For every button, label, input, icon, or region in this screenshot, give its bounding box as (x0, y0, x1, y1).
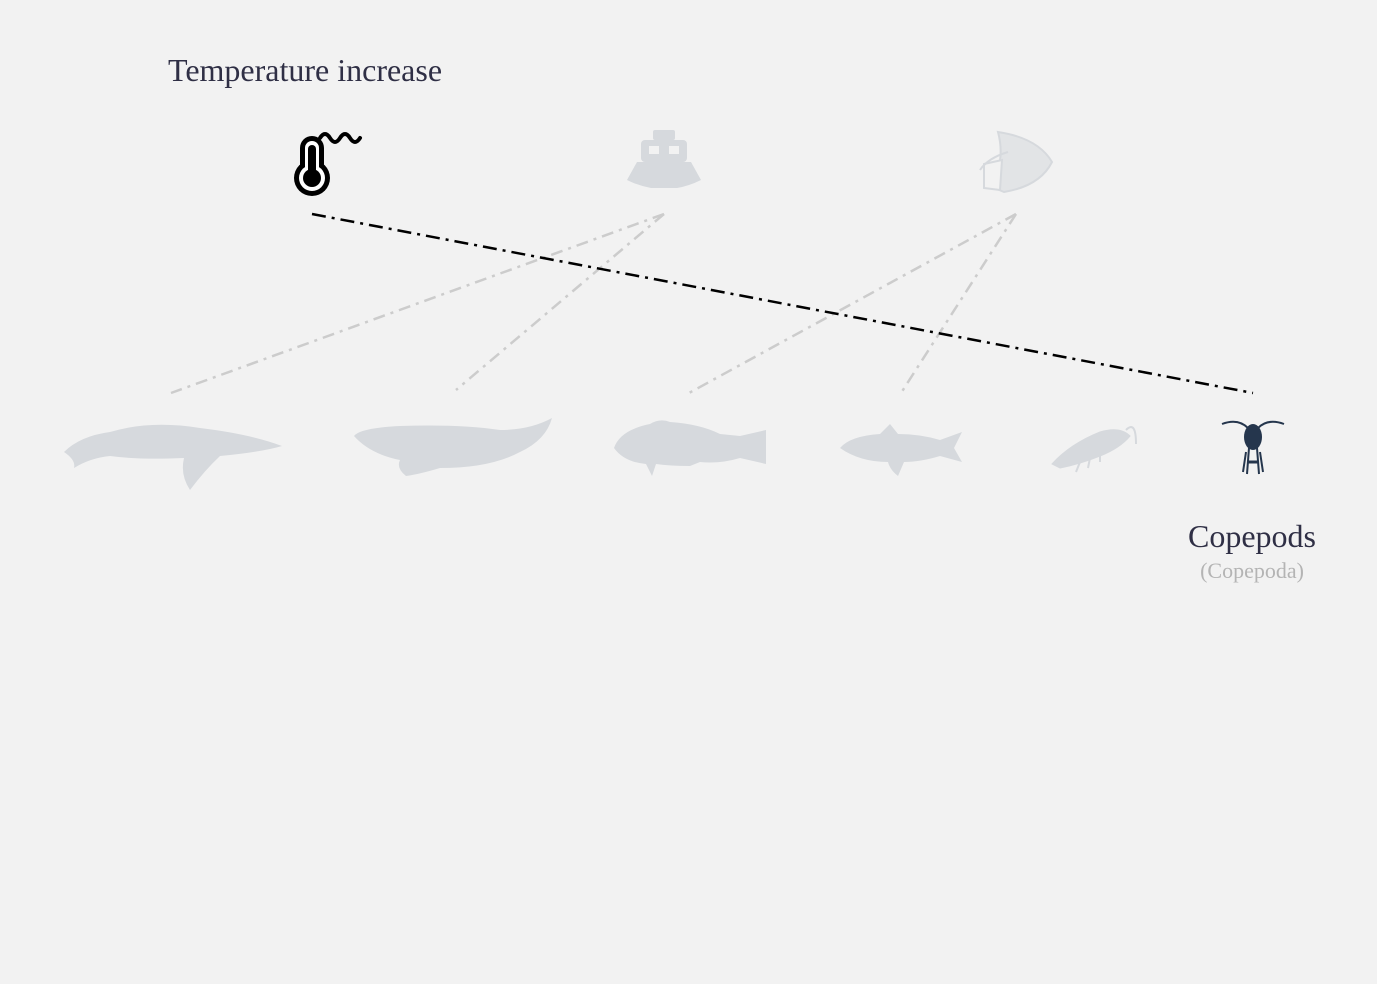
cod-fish-icon (614, 420, 766, 476)
species-scientific-name: (Copepoda) (1200, 558, 1304, 583)
link-net-cod (688, 212, 1017, 395)
thermometer-heat-icon (294, 132, 362, 196)
stressor-title: Temperature increase (168, 52, 443, 88)
right-whale-icon (354, 418, 552, 476)
species-common-name: Copepods (1188, 518, 1316, 554)
fishing-net-icon (979, 130, 1054, 194)
ship-icon (627, 130, 701, 188)
copepod-icon (1221, 420, 1285, 475)
link-net-catfish (899, 213, 1018, 394)
link-ship-rightwhale (455, 213, 665, 391)
link-temperature-copepods (311, 212, 1254, 395)
catfish-icon (840, 424, 962, 476)
link-ship-humpback (170, 212, 665, 395)
humpback-whale-icon (64, 424, 282, 490)
faded-links (170, 212, 1018, 395)
krill-icon (1051, 426, 1137, 473)
